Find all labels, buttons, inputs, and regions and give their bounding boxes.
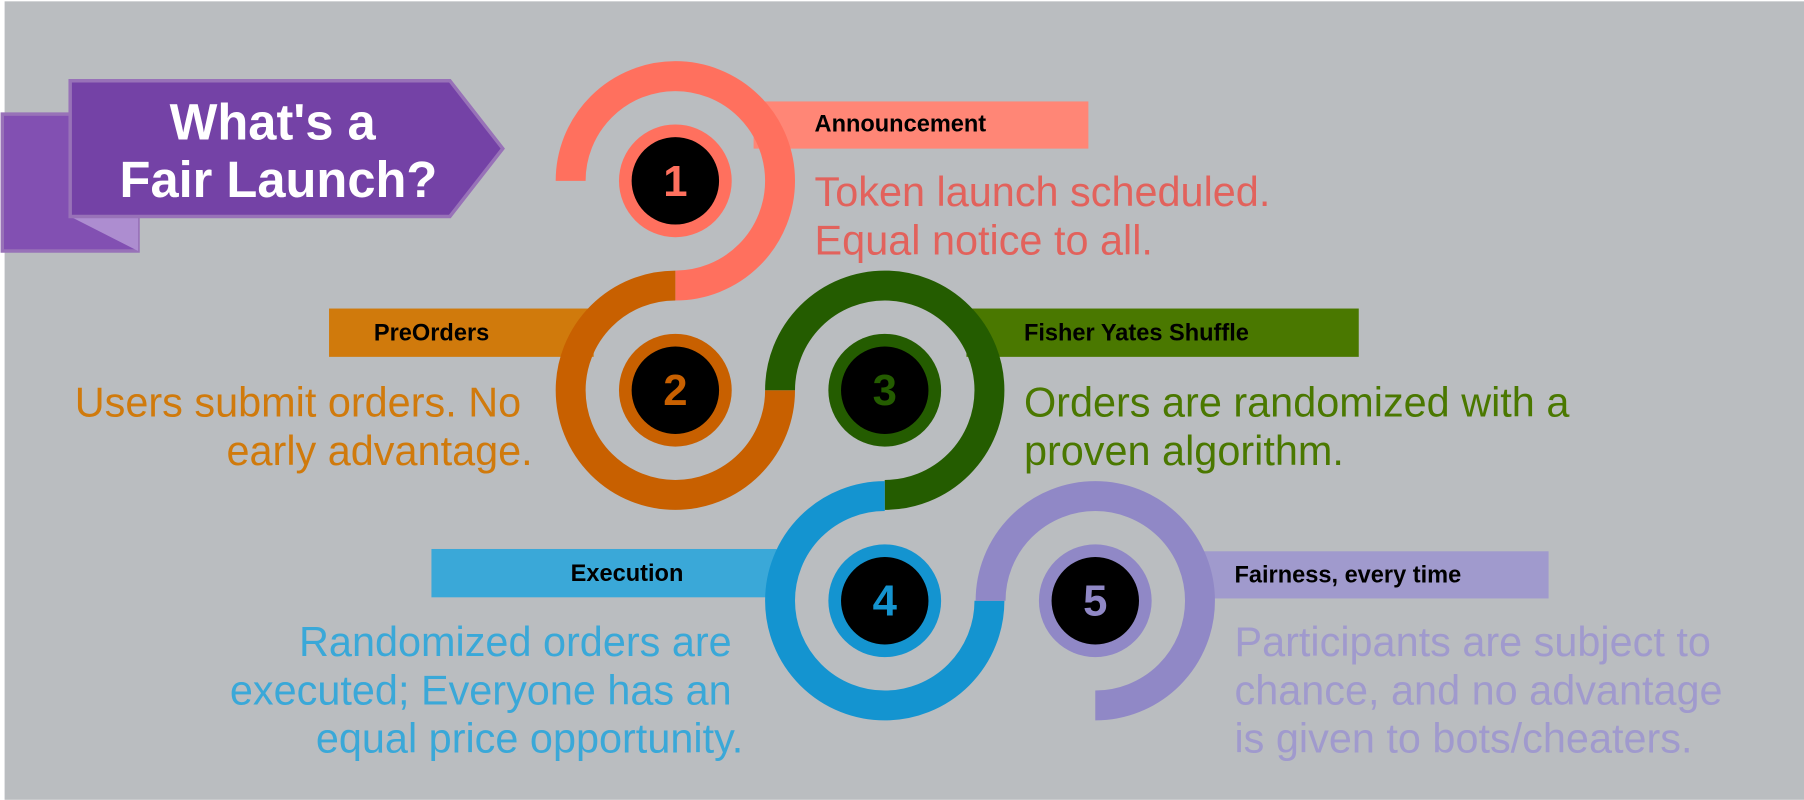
title-ribbon: What's a Fair Launch? — [0, 79, 505, 253]
step-1-badge: 1 — [618, 124, 732, 238]
step-2-arc — [555, 270, 796, 510]
description-line: Randomized orders are — [299, 619, 732, 665]
step-3-arc — [765, 270, 1005, 510]
title-line-2: Fair Launch? — [120, 151, 438, 208]
step-number: 5 — [1083, 577, 1107, 626]
badge-core — [841, 557, 929, 645]
step-4-arc — [765, 481, 1005, 721]
step-4-badge: 4 — [828, 544, 942, 658]
step-label: Fairness, every time — [1234, 561, 1461, 587]
description-line: Orders are randomized with a — [1024, 380, 1570, 426]
description-line: Users submit orders. No — [75, 380, 521, 426]
title-line-1: What's a — [170, 93, 377, 150]
description-line: proven algorithm. — [1024, 428, 1344, 474]
step-4-description: Randomized orders are executed; Everyone… — [230, 619, 743, 762]
ribbon-front — [68, 79, 505, 219]
description-line: is given to bots/cheaters. — [1234, 716, 1692, 762]
description-line: early advantage. — [227, 428, 533, 474]
badge-core — [631, 346, 720, 434]
step-5-description: Participants are subject to chance, and … — [1234, 619, 1734, 762]
description-line: equal price opportunity. — [316, 716, 743, 762]
step-number: 3 — [873, 366, 897, 415]
step-3-description: Orders are randomized with a proven algo… — [1024, 380, 1581, 474]
label-bar — [1196, 551, 1549, 599]
label-bar — [431, 548, 777, 598]
badge-core — [1051, 557, 1140, 645]
description-line: Participants are subject to — [1234, 619, 1710, 665]
step-1-description: Token launch scheduled. Equal notice to … — [815, 169, 1282, 263]
step-number: 2 — [663, 366, 687, 415]
step-3-label-bar: Fisher Yates Shuffle — [966, 308, 1359, 357]
step-2-badge: 2 — [618, 333, 732, 447]
description-line: executed; Everyone has an — [230, 667, 732, 713]
step-1-label-bar: Announcement — [753, 101, 1089, 149]
label-bar — [966, 308, 1359, 357]
badge-core — [841, 346, 929, 434]
step-label: Announcement — [815, 110, 987, 136]
step-label: PreOrders — [374, 320, 489, 346]
step-5-arc — [975, 481, 1215, 721]
label-bar — [753, 101, 1089, 149]
step-2-label-bar: PreOrders — [329, 308, 594, 357]
description-line: Token launch scheduled. — [815, 169, 1271, 215]
step-number: 4 — [873, 577, 898, 626]
label-bar — [329, 308, 594, 357]
step-4-label-bar: Execution — [431, 548, 777, 598]
step-5-badge: 5 — [1038, 544, 1152, 658]
ribbon-fold — [70, 216, 139, 252]
step-5-label-bar: Fairness, every time — [1196, 551, 1549, 599]
step-1-arc — [555, 61, 795, 301]
step-number: 1 — [663, 157, 687, 206]
step-label: Fisher Yates Shuffle — [1024, 320, 1249, 346]
spiral-path — [555, 61, 1215, 721]
step-3-badge: 3 — [828, 333, 942, 447]
step-2-description: Users submit orders. No early advantage. — [75, 380, 533, 474]
description-line: chance, and no advantage — [1234, 667, 1722, 713]
description-line: Equal notice to all. — [815, 217, 1153, 263]
step-label: Execution — [571, 560, 684, 586]
badge-core — [631, 137, 720, 225]
